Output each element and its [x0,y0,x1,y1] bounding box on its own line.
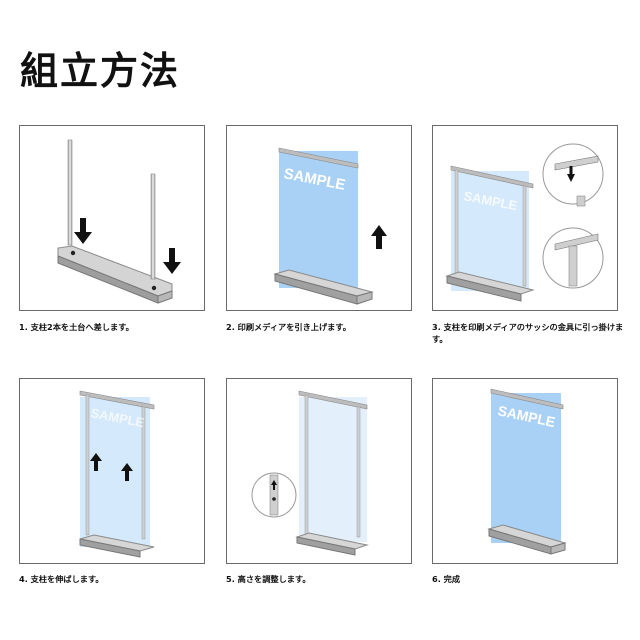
step-4-illustration: SAMPLE [19,378,205,564]
arrow-up-icon [90,453,102,471]
arrow-up-icon [371,225,387,249]
step-3-caption: 3. 支柱を印刷メディアのサッシの金具に引っ掛けます。 [432,322,624,344]
pole-left [67,139,73,246]
arrow-down-icon [74,218,92,244]
step-6-caption: 6. 完成 [432,574,461,584]
step-2-caption: 2. 印刷メディアを引き上げます。 [226,322,351,332]
step-2-illustration: SAMPLE [226,125,412,311]
step-4-caption: 4. 支柱を伸ばします。 [19,574,104,584]
page-title: 組立方法 [20,49,181,93]
detail-hook-bottom [542,227,604,289]
step-6-illustration: SAMPLE [432,378,618,564]
step-5-illustration [226,378,412,564]
step-3-illustration: SAMPLE [432,125,618,311]
pole-right [150,173,156,280]
step-1-caption: 1. 支柱2本を土台へ差します。 [19,322,134,332]
detail-hook-top [542,143,604,207]
detail-pole-height [251,472,297,518]
step-1-illustration [19,125,205,311]
arrow-up-icon [121,463,133,481]
arrow-down-icon [163,248,181,274]
step-5-caption: 5. 高さを調整します。 [226,574,311,584]
